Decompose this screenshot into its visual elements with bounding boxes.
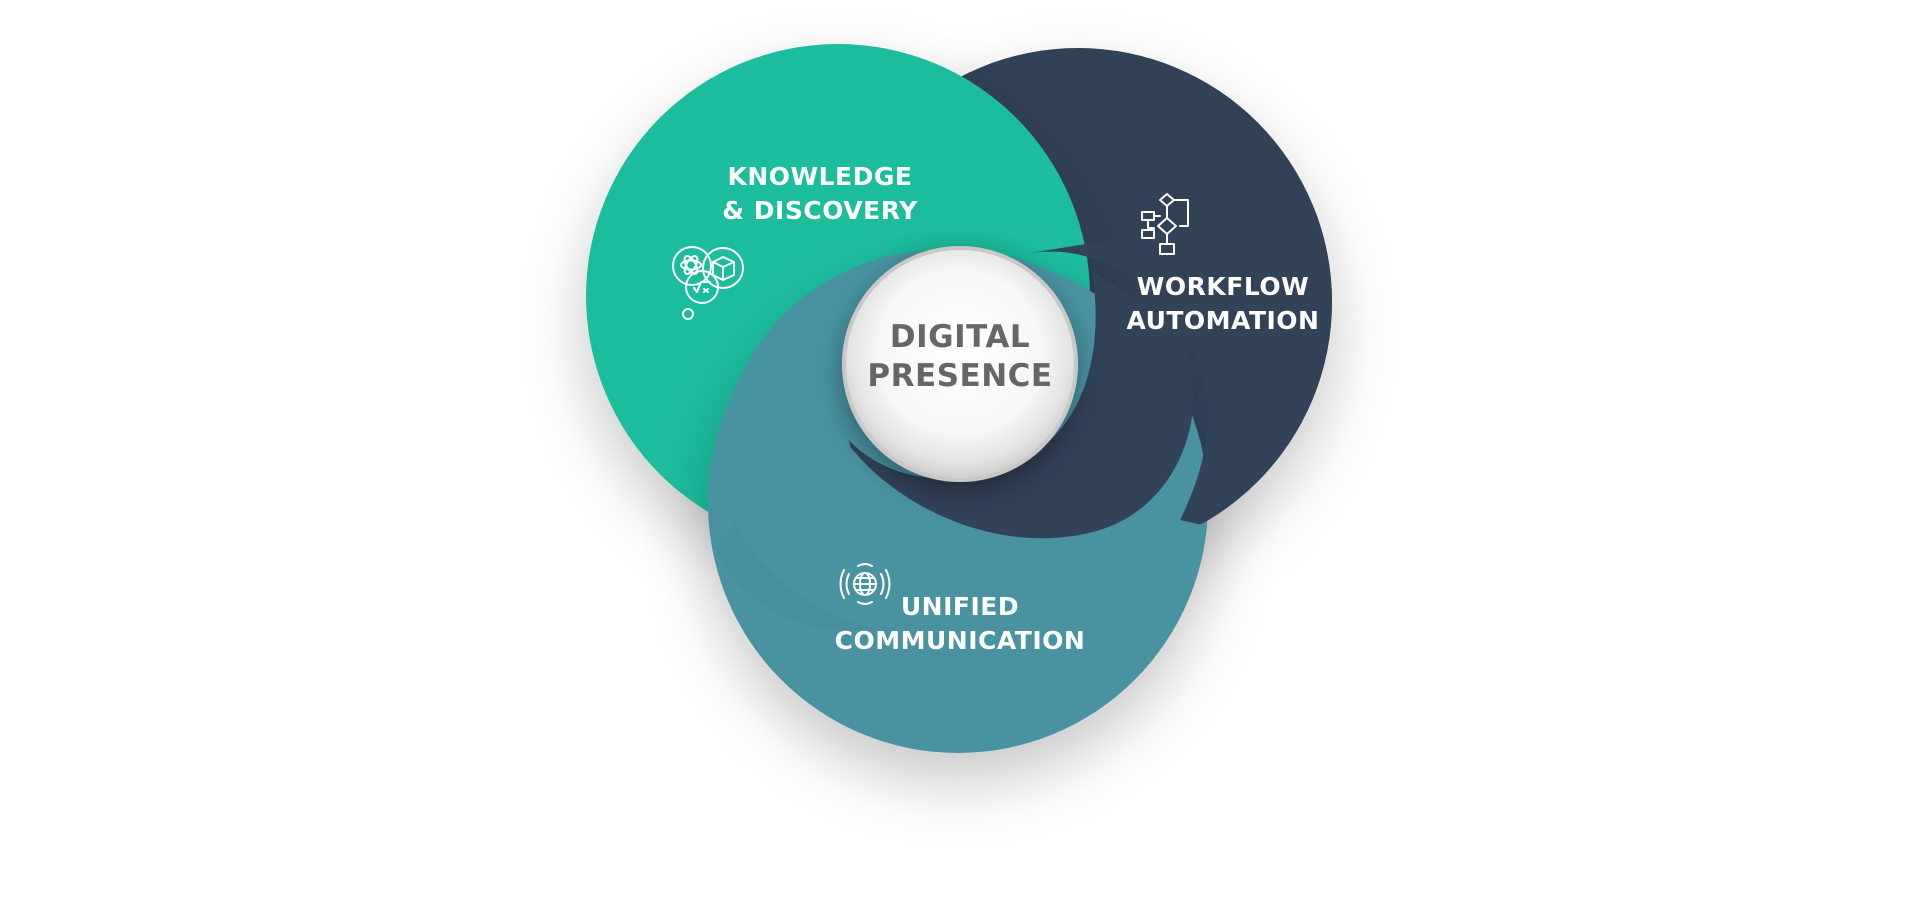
unified-shade xyxy=(708,480,880,632)
workflow-label-line2: AUTOMATION xyxy=(1126,306,1320,335)
flowchart-icon xyxy=(1141,193,1189,255)
knowledge-label-line1: KNOWLEDGE xyxy=(727,162,913,191)
unified-label-line1: UNIFIED xyxy=(900,592,1020,621)
workflow-label-line1: WORKFLOW xyxy=(1136,272,1310,301)
globe-signal-icon xyxy=(839,563,891,605)
center-label-line2: PRESENCE xyxy=(867,358,1053,394)
workflow-automation-label: WORKFLOW AUTOMATION xyxy=(1108,270,1338,338)
unified-communication-label: UNIFIED COMMUNICATION xyxy=(830,590,1090,658)
knowledge-discovery-label: KNOWLEDGE & DISCOVERY xyxy=(700,160,940,228)
unified-swirl-top xyxy=(712,249,1090,551)
knowledge-label-line2: & DISCOVERY xyxy=(722,196,918,225)
unified-label-line2: COMMUNICATION xyxy=(834,626,1086,655)
digital-presence-circle xyxy=(846,250,1074,478)
knowledge-discovery-icon xyxy=(672,246,744,320)
center-label-line1: DIGITAL xyxy=(889,319,1031,355)
digital-presence-label: DIGITAL PRESENCE xyxy=(845,318,1075,396)
workflow-swirl-edge xyxy=(832,270,1194,539)
